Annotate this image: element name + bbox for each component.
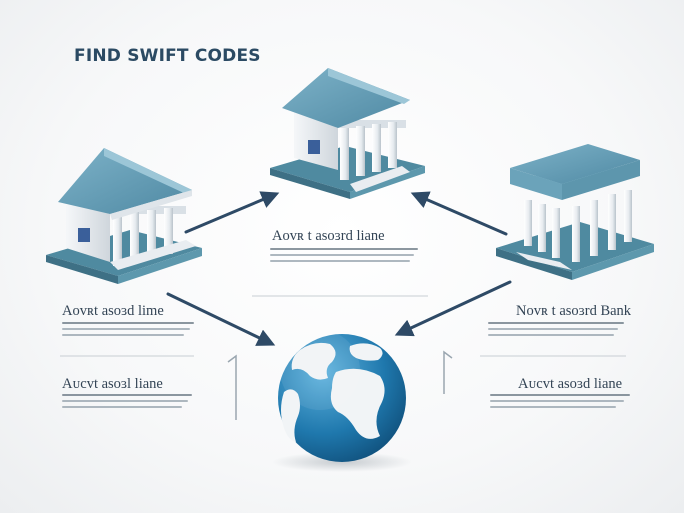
arrow-left-to-top	[184, 191, 280, 234]
bank-building-icon	[46, 148, 202, 284]
page-title: FIND SWIFT CODES	[74, 46, 261, 66]
text-block-top-center	[270, 248, 418, 266]
connector-right	[443, 350, 453, 394]
text-block-right-lower	[490, 394, 630, 412]
connector-left	[227, 354, 237, 420]
text-block-left-lower	[62, 394, 192, 412]
label-right-lower: Aᴜcvt asoɜd liane	[518, 376, 623, 392]
text-block-left-upper	[62, 322, 194, 340]
label-left-upper: Aᴏᴠʀt asoɜd lime	[62, 303, 164, 319]
text-block-right-upper	[488, 322, 624, 340]
arrow-left-to-globe	[166, 292, 276, 346]
bank-building-icon	[496, 144, 654, 280]
label-right-upper: Nᴏᴠʀ t asoɜrd Bank	[516, 303, 632, 319]
label-left-lower: Aᴜcvt asoɜl liane	[62, 376, 163, 392]
bank-building-icon	[270, 68, 425, 199]
arrow-right-to-globe	[394, 280, 512, 337]
globe-icon	[272, 330, 412, 472]
arrow-right-to-top	[410, 191, 508, 236]
label-top-center: Aᴏᴠʀ t asoɜrd liane	[272, 228, 385, 244]
